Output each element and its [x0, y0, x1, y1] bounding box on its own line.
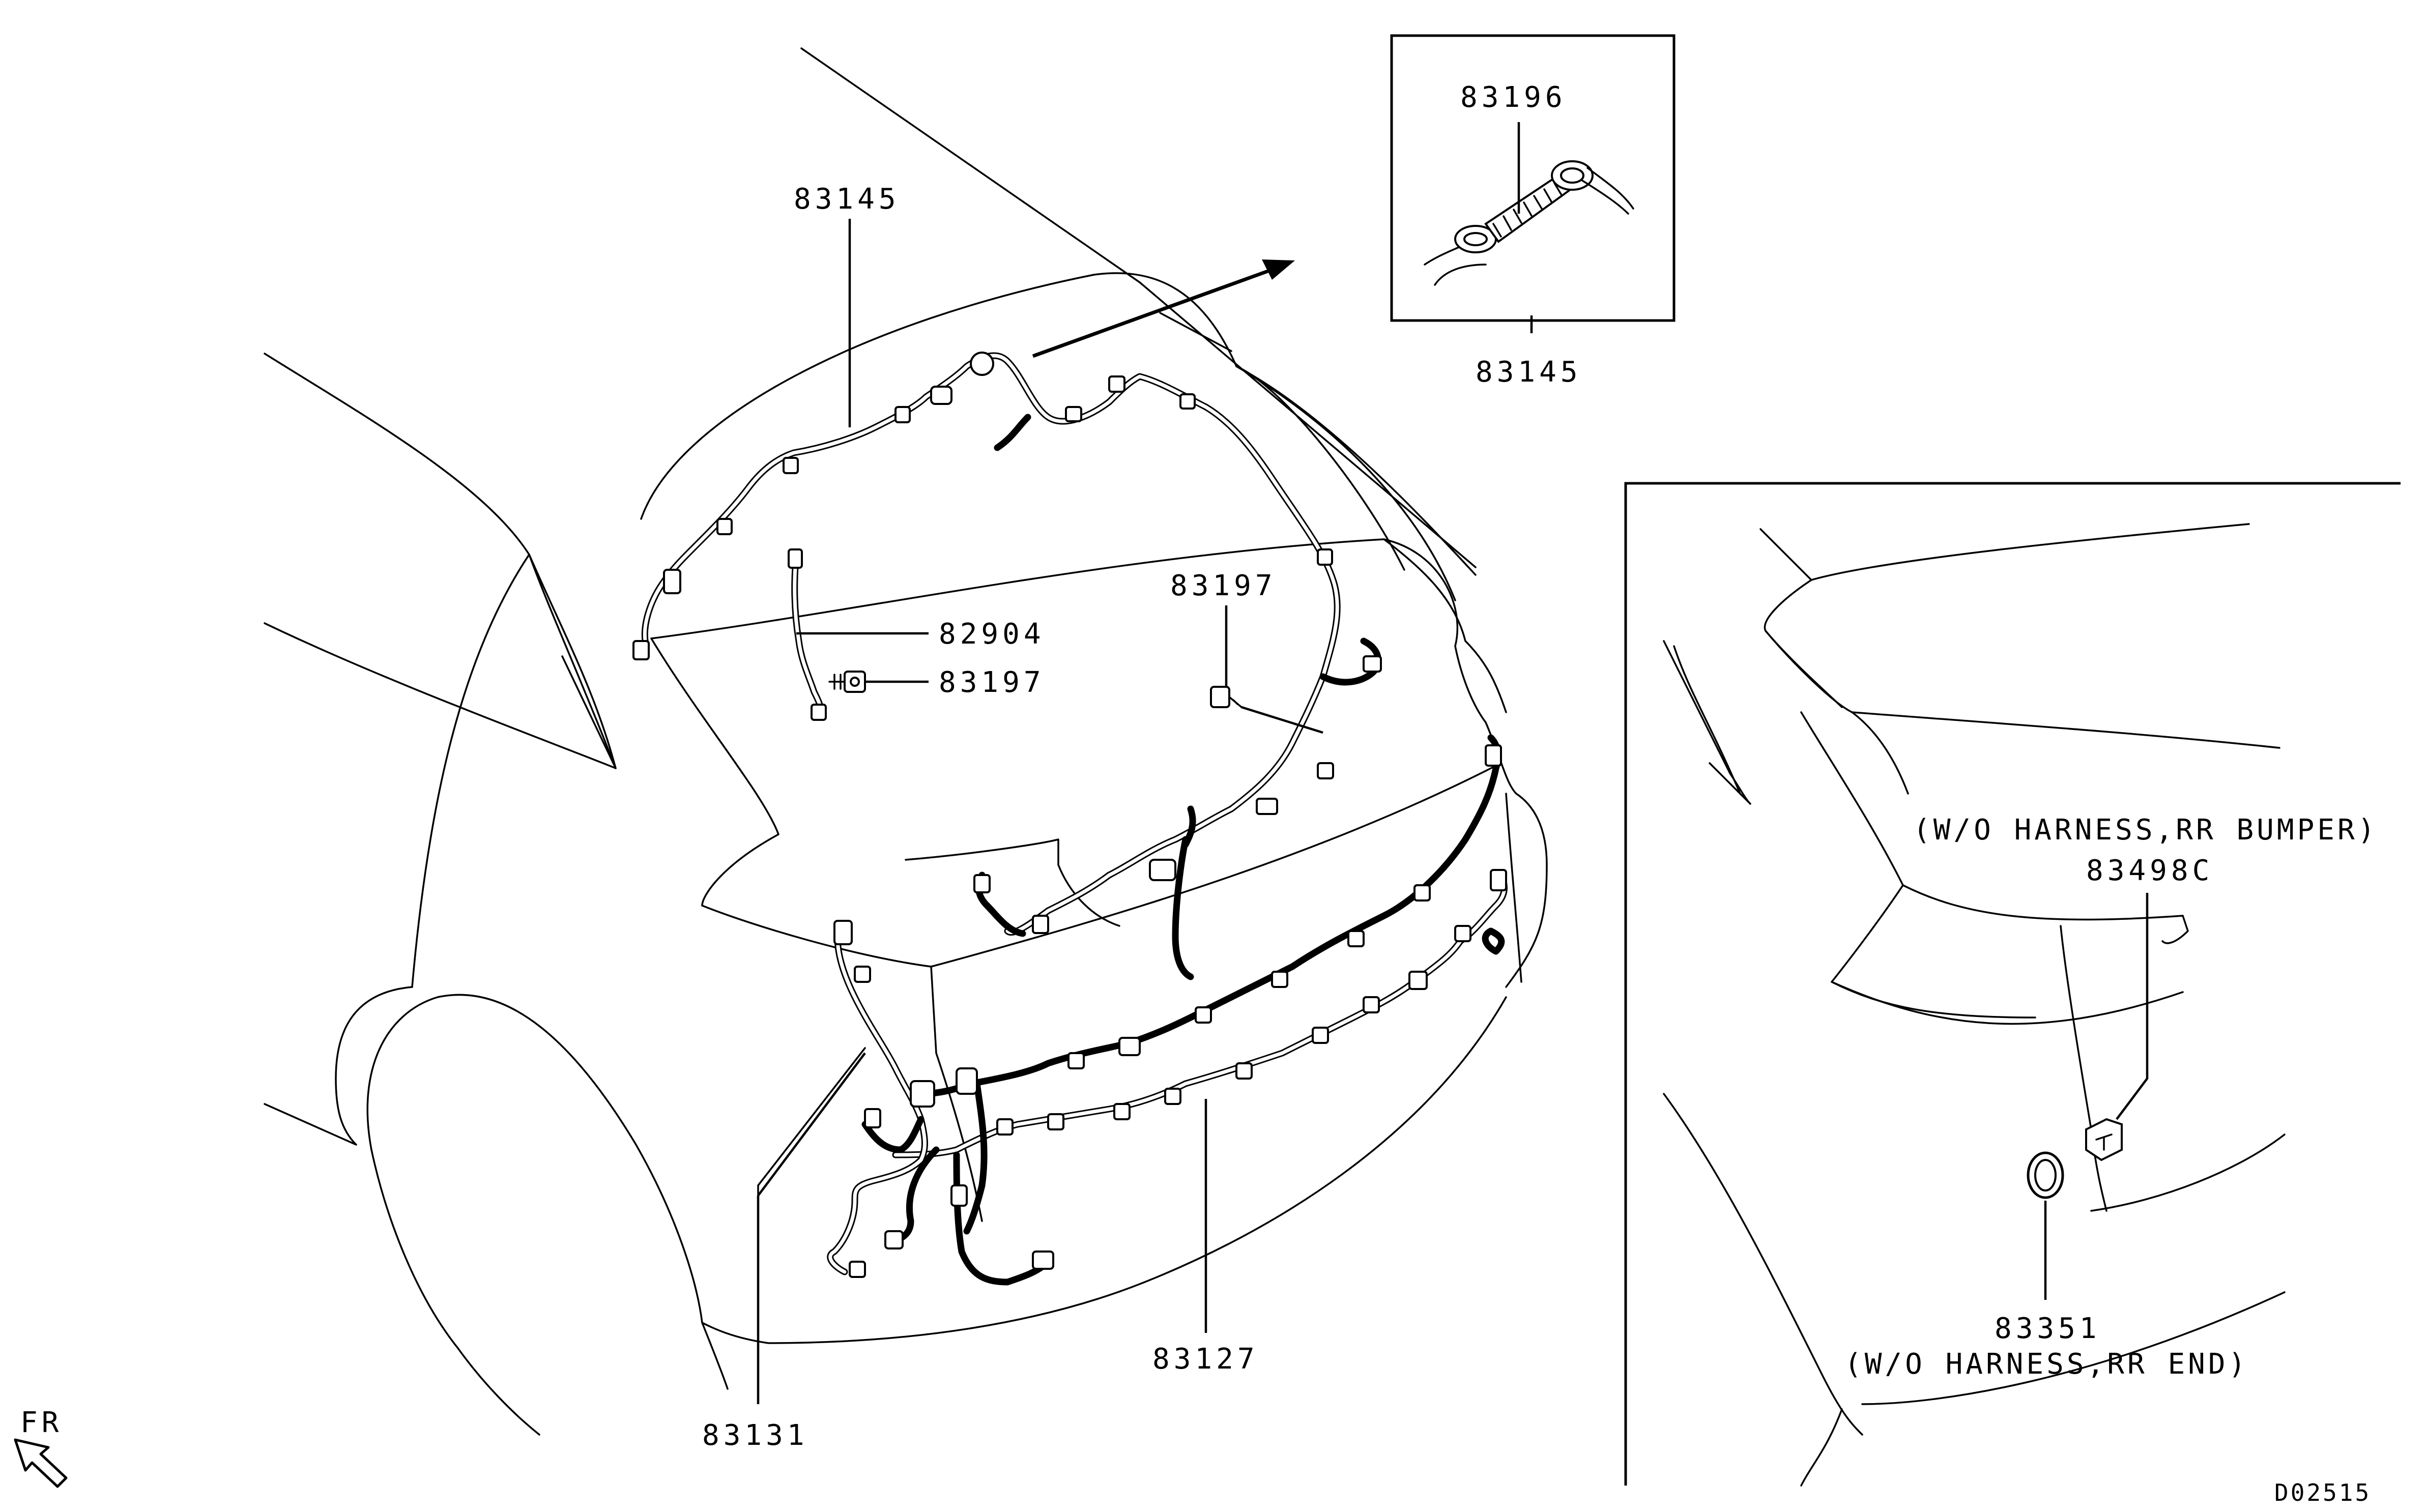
front-direction-arrow-icon	[14, 1438, 68, 1488]
detail-box-83196	[1390, 34, 1676, 322]
leader-lines	[757, 219, 1533, 1404]
note-rr-bumper: (W/O HARNESS,RR BUMPER)	[1913, 813, 2378, 847]
note-rr-end: (W/O HARNESS,RR END)	[1844, 1348, 2248, 1381]
diagram-code: D02515	[2274, 1479, 2371, 1506]
vehicle-body-outline	[264, 47, 1548, 1436]
detail-pointer-arrow	[1032, 259, 1295, 358]
connector-83498c	[2085, 1118, 2123, 1161]
callout-83145-main: 83145	[794, 183, 900, 216]
callout-83145-detail: 83145	[1476, 356, 1582, 389]
bolt-83197-right	[1210, 686, 1243, 708]
callout-83127: 83127	[1152, 1343, 1259, 1376]
harness-83127-bumper	[884, 869, 1508, 1286]
callout-83351: 83351	[1995, 1312, 2101, 1345]
callout-82904: 82904	[939, 618, 1045, 651]
harness-83131-quarter	[827, 734, 1502, 1278]
bolt-83197-left	[828, 671, 866, 693]
corrugated-grommet	[1454, 160, 1634, 253]
callout-83197-left: 83197	[939, 666, 1045, 699]
callout-83131: 83131	[702, 1419, 808, 1452]
callout-83498c: 83498C	[2086, 854, 2213, 887]
front-direction-label: FR	[20, 1406, 63, 1439]
callout-83197-right: 83197	[1170, 569, 1277, 602]
harness-83145-tailgate	[632, 352, 1382, 980]
callout-83196: 83196	[1460, 81, 1567, 114]
grommet-83351	[2027, 1151, 2064, 1199]
inset-panel	[1624, 482, 2401, 1487]
